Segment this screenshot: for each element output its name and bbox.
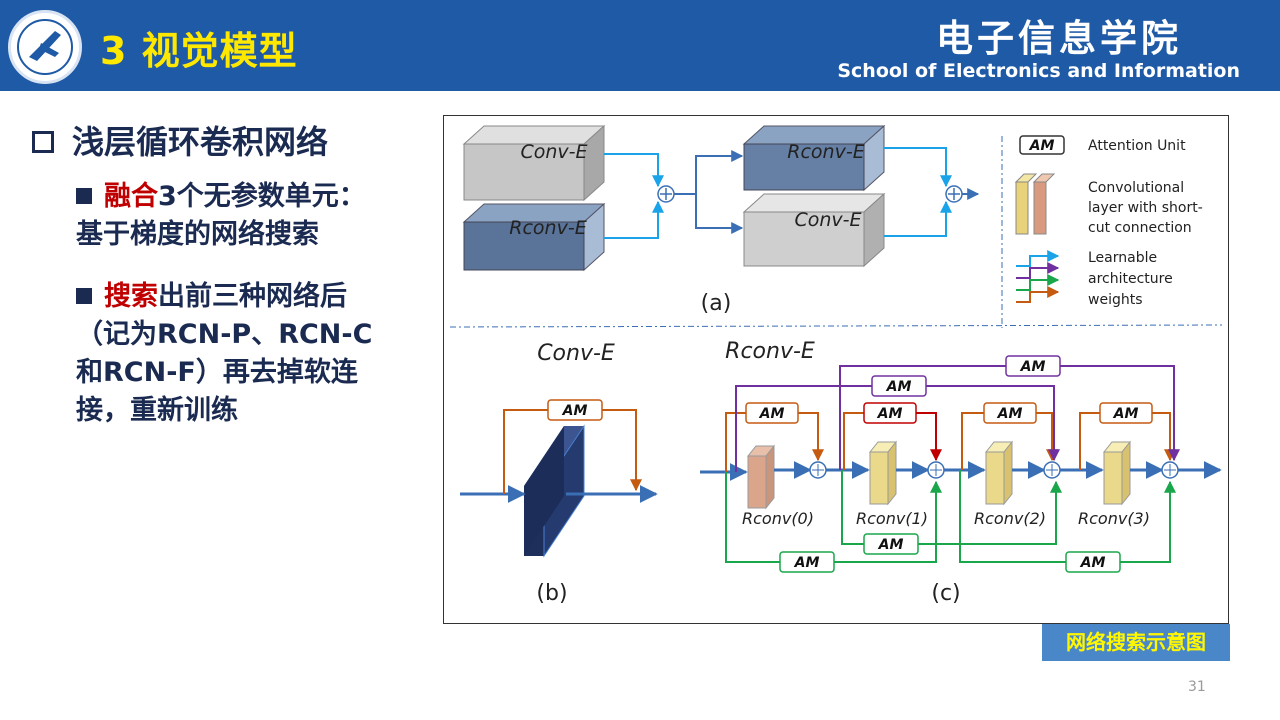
school-name-cn: 电子信息学院: [936, 16, 1182, 60]
label-b: (b): [536, 581, 567, 606]
svg-text:AM: AM: [562, 403, 588, 419]
svg-text:AM: AM: [997, 406, 1023, 422]
square-bullet-icon: [76, 187, 92, 204]
legend-am-box: [1019, 135, 1065, 155]
legend-conv-layer-icon: [1014, 173, 1056, 235]
section-heading: 浅层循环卷积网络: [32, 117, 328, 163]
rconv-label-0: Rconv(0): [742, 509, 814, 528]
svg-text:Conv-E: Conv-E: [520, 141, 587, 163]
am-box-c-o3: [1099, 402, 1153, 424]
figure-caption: 网络搜索示意图: [1042, 624, 1230, 661]
am-box-c-g1: [863, 533, 919, 555]
rconv-layer-2: [984, 440, 1014, 506]
svg-text:AM: AM: [1080, 555, 1106, 571]
slide-title: 3 视觉模型: [100, 29, 298, 73]
block-rconv-e-a1: Rconv-E: [462, 202, 606, 272]
hollow-square-bullet-icon: [32, 131, 54, 153]
square-bullet-icon: [76, 287, 92, 304]
svg-text:Rconv-E: Rconv-E: [509, 217, 586, 239]
rconv-label-2: Rconv(2): [974, 509, 1046, 528]
bullet-fusion: 融合3个无参数单元： 基于梯度的网络搜索: [76, 181, 366, 250]
svg-text:AM: AM: [794, 555, 820, 571]
svg-text:Rconv-E: Rconv-E: [787, 141, 864, 163]
block-conv-e-a1: Conv-E: [462, 124, 606, 202]
conv-layer-b: [524, 424, 585, 558]
rconv-layer-0: [746, 444, 776, 510]
am-box-c-g2: [1065, 551, 1121, 573]
rconv-label-3: Rconv(3): [1078, 509, 1150, 528]
legend-weight-arrows: [1016, 250, 1060, 303]
svg-text:layer with short-: layer with short-: [1088, 200, 1203, 216]
svg-text:architecture: architecture: [1088, 271, 1173, 287]
rconv-layer-1: [868, 440, 898, 506]
rconv-label-1: Rconv(1): [856, 509, 928, 528]
svg-text:weights: weights: [1088, 292, 1143, 308]
svg-text:AM: AM: [1029, 138, 1055, 154]
title-c: Rconv-E: [725, 339, 815, 364]
legend-attention: Attention Unit: [1088, 138, 1186, 154]
am-box-c-p1: [1005, 355, 1061, 377]
svg-text:AM: AM: [877, 406, 903, 422]
sum-node-icon: [1043, 461, 1061, 479]
am-box-c-g0: [779, 551, 835, 573]
svg-text:AM: AM: [759, 406, 785, 422]
sum-node-icon: [927, 461, 945, 479]
am-box-c-o0: [745, 402, 799, 424]
block-conv-e-a2: Conv-E: [742, 192, 886, 268]
svg-text:Learnable: Learnable: [1088, 250, 1157, 266]
block-rconv-e-a2: Rconv-E: [742, 124, 886, 192]
svg-text:AM: AM: [1020, 359, 1046, 375]
svg-text:Convolutional: Convolutional: [1088, 180, 1184, 196]
sum-node-icon: [1161, 461, 1179, 479]
svg-text:AM: AM: [886, 379, 912, 395]
school-name-en: School of Electronics and Information: [837, 60, 1240, 82]
am-box-c-o2: [983, 402, 1037, 424]
label-a: (a): [701, 291, 732, 316]
svg-text:Conv-E: Conv-E: [794, 209, 861, 231]
svg-text:cut connection: cut connection: [1088, 220, 1192, 236]
bullet-search: 搜索出前三种网络后 （记为RCN-P、RCN-C 和RCN-F）再去掉软连 接，…: [76, 281, 373, 426]
svg-text:AM: AM: [1113, 406, 1139, 422]
page-number: 31: [1188, 679, 1206, 695]
network-search-figure: Conv-E Rconv-E Rconv-E Conv-E (a) AM Att…: [443, 115, 1229, 624]
am-box-c-p0: [871, 375, 927, 397]
header-bar: 3 视觉模型 电子信息学院 School of Electronics and …: [0, 0, 1280, 91]
label-c: (c): [931, 581, 960, 606]
rconv-layer-3: [1102, 440, 1132, 506]
sum-node-icon: [809, 461, 827, 479]
svg-text:AM: AM: [878, 537, 904, 553]
university-seal-icon: [8, 10, 82, 84]
title-b: Conv-E: [537, 341, 615, 366]
am-box-c-o1: [863, 402, 917, 424]
